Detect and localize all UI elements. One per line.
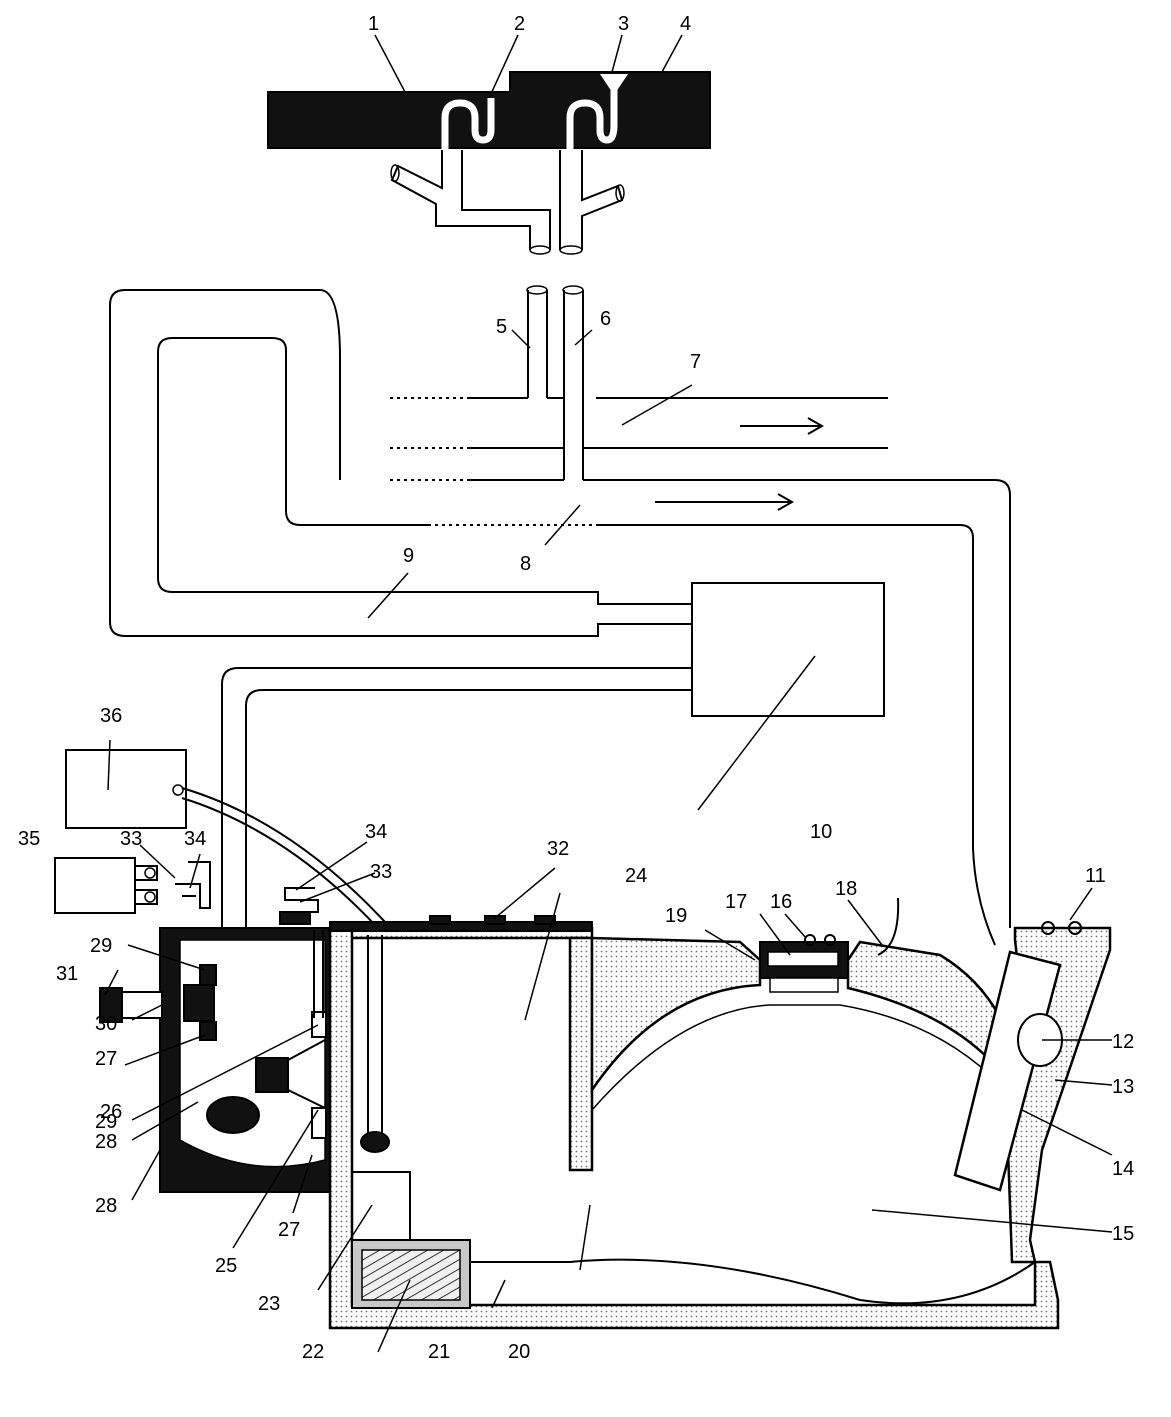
main-tank (279, 887, 1112, 1330)
label-28a: 28 (95, 1131, 117, 1153)
boxes-35-36 (54, 749, 386, 926)
label-18: 18 (835, 878, 857, 900)
label-32: 32 (547, 838, 569, 860)
label-24: 24 (625, 865, 647, 887)
top-plate (267, 71, 711, 150)
labels: 1 2 3 4 5 6 7 8 9 10 11 12 13 14 15 16 1… (18, 13, 1134, 1363)
left-chamber (99, 927, 339, 1193)
label-29b: 29 (95, 1111, 117, 1133)
label-15: 15 (1112, 1223, 1134, 1245)
label-30: 30 (95, 1013, 117, 1035)
label-14: 14 (1112, 1158, 1134, 1180)
label-26: 26 (100, 1101, 122, 1123)
control-box-10 (221, 582, 885, 1015)
label-17: 17 (725, 891, 747, 913)
channel-7 (390, 397, 888, 449)
label-28b: 28 (95, 1195, 117, 1217)
label-7: 7 (690, 351, 701, 373)
label-19: 19 (665, 905, 687, 927)
label-35: 35 (18, 828, 40, 850)
label-10: 10 (810, 821, 832, 843)
label-36: 36 (100, 705, 122, 727)
label-8: 8 (520, 553, 531, 575)
label-4: 4 (680, 13, 691, 35)
label-34a: 34 (184, 828, 206, 850)
label-22: 22 (302, 1341, 324, 1363)
label-33a: 33 (120, 828, 142, 850)
label-3: 3 (618, 13, 629, 35)
label-23: 23 (258, 1293, 280, 1315)
channel-8 (109, 289, 1011, 946)
label-27b: 27 (278, 1219, 300, 1241)
label-34b: 34 (365, 821, 387, 843)
label-11: 11 (1085, 865, 1106, 887)
label-21: 21 (428, 1341, 450, 1363)
pipes-5-6 (526, 285, 584, 480)
label-27a: 27 (95, 1048, 117, 1070)
label-29a: 29 (90, 935, 112, 957)
leader-lines (104, 34, 1113, 1353)
label-5: 5 (496, 316, 507, 338)
upper-pipes (390, 150, 625, 255)
label-33b: 33 (370, 861, 392, 883)
label-1: 1 (368, 13, 379, 35)
label-25: 25 (215, 1255, 237, 1277)
label-6: 6 (600, 308, 611, 330)
label-20: 20 (508, 1341, 530, 1363)
label-31: 31 (56, 963, 78, 985)
label-16: 16 (770, 891, 792, 913)
label-9: 9 (403, 545, 414, 567)
label-13: 13 (1112, 1076, 1134, 1098)
label-12: 12 (1112, 1031, 1134, 1053)
label-2: 2 (514, 13, 525, 35)
